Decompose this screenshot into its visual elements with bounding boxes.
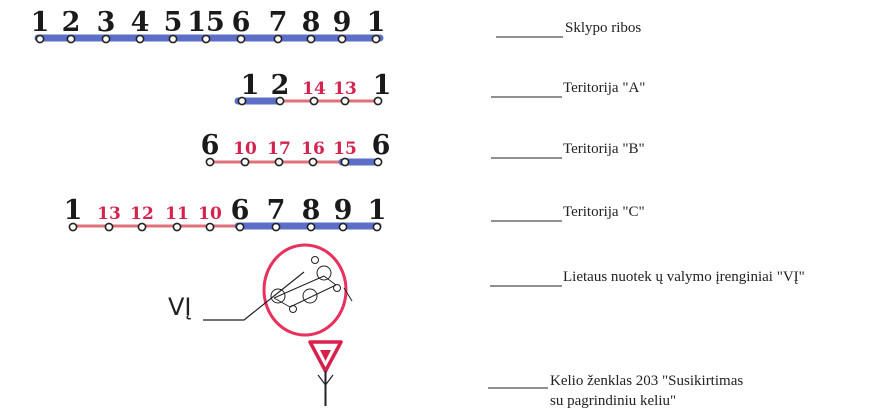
- point-number-16: 16: [301, 139, 325, 159]
- point-number-7: 7: [269, 7, 288, 38]
- boundary-point-marker: [273, 34, 283, 44]
- legend-label-sklypo-ribos: Sklypo ribos: [565, 20, 641, 36]
- boundary-point-marker: [338, 222, 348, 232]
- point-number-13: 13: [333, 79, 357, 99]
- legend-label-teritorija-c: Teritorija "C": [563, 204, 645, 220]
- vi-symbol-label: VĮ: [168, 293, 192, 321]
- boundary-point-marker: [306, 222, 316, 232]
- treatment-facility-icon: [270, 256, 353, 313]
- legend-label-road-sign-line2: su pagrindiniu keliu": [550, 393, 676, 409]
- point-number-10: 10: [198, 204, 222, 224]
- legend-label-teritorija-b: Teritorija "B": [563, 141, 645, 157]
- boundary-point-marker: [340, 157, 350, 167]
- point-number-7: 7: [267, 195, 286, 226]
- point-number-11: 11: [165, 204, 189, 224]
- boundary-point-marker: [104, 222, 114, 232]
- row-road-sign: Kelio ženklas 203 "Susikirtimas su pagri…: [308, 340, 743, 409]
- boundary-point-marker: [101, 34, 111, 44]
- point-number-3: 3: [97, 7, 116, 38]
- point-number-12: 12: [130, 204, 154, 224]
- point-number-5: 5: [164, 7, 183, 38]
- point-number-1: 1: [241, 70, 260, 101]
- boundary-point-marker: [373, 157, 383, 167]
- boundary-point-marker: [240, 157, 250, 167]
- point-number-1: 1: [368, 195, 387, 226]
- boundary-point-marker: [237, 96, 247, 106]
- territory-b-point-markers: [205, 157, 383, 167]
- point-number-15: 15: [187, 7, 225, 38]
- boundary-point-marker: [337, 34, 347, 44]
- boundary-point-marker: [371, 34, 381, 44]
- boundary-point-marker: [271, 222, 281, 232]
- boundary-point-marker: [205, 222, 215, 232]
- legend-label-vi: Lietaus nuotek ų valymo įrenginiai "VĮ": [563, 269, 805, 285]
- point-number-2: 2: [62, 7, 81, 38]
- boundary-point-marker: [306, 34, 316, 44]
- yield-sign-inner: [320, 350, 331, 361]
- territory-b-point-numbers: 6 10 17 16 15 6: [201, 130, 391, 161]
- boundary-point-marker: [373, 96, 383, 106]
- point-number-8: 8: [302, 7, 321, 38]
- row-teritorija-b: 6 10 17 16 15 6 Teritorija "B": [201, 130, 645, 167]
- boundary-point-marker: [275, 96, 285, 106]
- boundary-point-marker: [135, 34, 145, 44]
- point-number-1: 1: [367, 7, 386, 38]
- point-number-6: 6: [231, 195, 250, 226]
- point-number-1: 1: [64, 195, 83, 226]
- point-number-2: 2: [271, 70, 290, 101]
- boundary-point-marker: [309, 96, 319, 106]
- point-number-1: 1: [31, 7, 50, 38]
- legend-label-road-sign-line1: Kelio ženklas 203 "Susikirtimas: [550, 373, 743, 389]
- treatment-facility-circle: [262, 243, 348, 337]
- point-number-6: 6: [232, 7, 251, 38]
- boundary-point-marker: [68, 222, 78, 232]
- point-number-9: 9: [334, 195, 353, 226]
- point-number-15: 15: [333, 139, 357, 159]
- point-number-9: 9: [333, 7, 352, 38]
- point-number-4: 4: [131, 7, 150, 38]
- territory-a-point-markers: [237, 96, 383, 106]
- boundary-point-marker: [168, 34, 178, 44]
- point-number-6: 6: [372, 130, 391, 161]
- point-number-10: 10: [233, 139, 257, 159]
- boundary-point-marker: [236, 34, 246, 44]
- boundary-point-marker: [372, 222, 382, 232]
- row-vi-symbol: VĮ Lietaus nuotek ų valymo įrenginiai "V…: [168, 243, 805, 337]
- point-number-14: 14: [302, 79, 326, 99]
- point-number-1: 1: [373, 70, 392, 101]
- sign-post-bracket: [317, 374, 334, 386]
- territory-c-point-markers: [68, 222, 382, 232]
- boundary-point-markers: [35, 34, 381, 44]
- boundary-point-marker: [201, 34, 211, 44]
- point-number-6: 6: [201, 130, 220, 161]
- leader-pointer-line: [203, 271, 305, 321]
- boundary-point-marker: [137, 222, 147, 232]
- legend-label-teritorija-a: Teritorija "A": [563, 80, 645, 96]
- boundary-point-marker: [35, 34, 45, 44]
- point-number-13: 13: [97, 204, 121, 224]
- boundary-point-marker: [340, 96, 350, 106]
- boundary-point-marker: [172, 222, 182, 232]
- point-number-8: 8: [302, 195, 321, 226]
- boundary-point-marker: [205, 157, 215, 167]
- point-number-17: 17: [267, 139, 291, 159]
- boundary-point-marker: [66, 34, 76, 44]
- boundary-point-marker: [235, 222, 245, 232]
- boundary-point-marker: [274, 157, 284, 167]
- boundary-point-marker: [308, 157, 318, 167]
